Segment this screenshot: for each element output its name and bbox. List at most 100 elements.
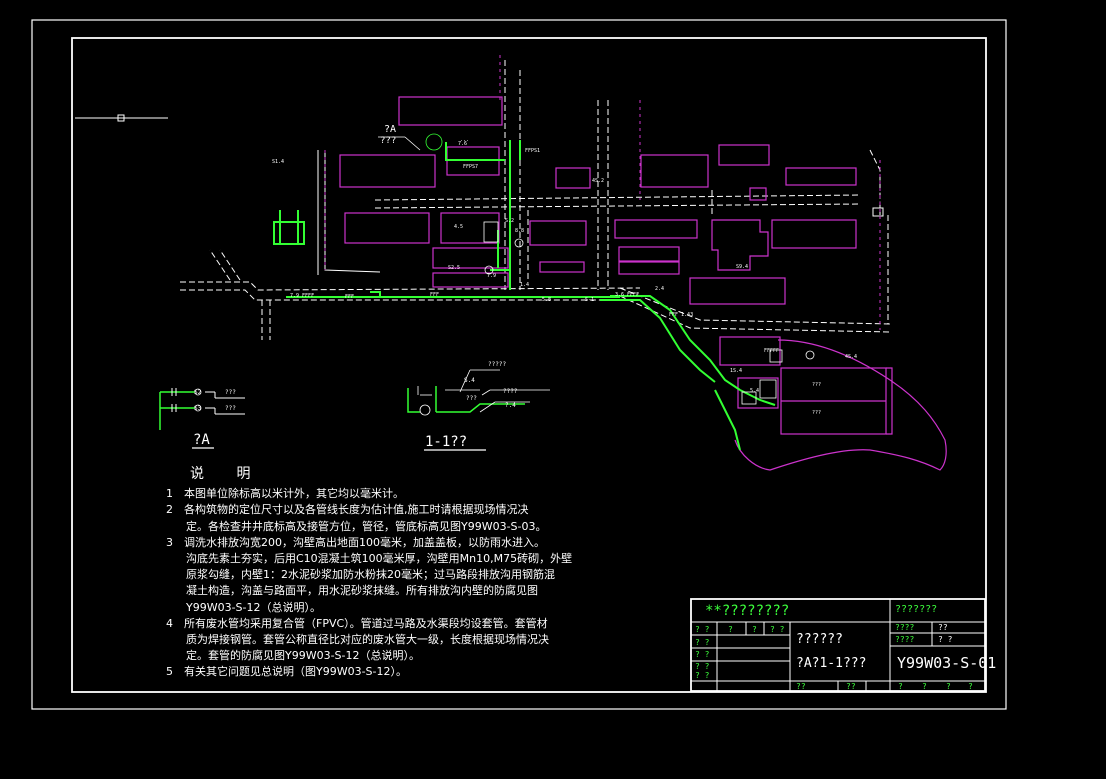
svg-text:FFF 1.43: FFF 1.43 [669, 312, 693, 318]
svg-text:FFFFF: FFFFF [764, 348, 779, 354]
svg-text:S1.4: S1.4 [272, 159, 284, 165]
tb-header-mark-1: ? ? [695, 625, 710, 634]
project-name: **???????? [705, 603, 790, 619]
drawing-number: Y99W03-S-01 [897, 654, 997, 672]
note-text: 本图单位除标高以米计外，其它均以毫米计。 [184, 487, 404, 501]
tb-bottom-mark-2: ?? [846, 682, 856, 691]
roads [180, 60, 891, 340]
inner-frame [71, 37, 987, 693]
note-number: 3 [166, 535, 173, 549]
tb-bottom-mark-4: ? [922, 682, 927, 691]
svg-text:3.6 FFFF: 3.6 FFFF [615, 292, 639, 298]
svg-text:???: ??? [812, 410, 821, 416]
note-line: 定。各检查井井底标高及接管方位，管径，管底标高见图Y99W03-S-03。 [166, 519, 596, 535]
svg-text:????: ???? [503, 388, 518, 395]
note-number: 4 [166, 616, 173, 630]
section-11-labels: ????? S.4 ???? ??? ?.4 [464, 361, 518, 409]
tb-header-mark-2: ? [728, 625, 733, 634]
svg-text:1.4: 1.4 [520, 282, 529, 288]
note-line: 定。套管的防腐见图Y99W03-S-12（总说明）。 [166, 648, 596, 664]
note-text: 各构筑物的定位尺寸以及各管线长度为估计值,施工时请根据现场情况决 [184, 503, 529, 517]
note-text: 有关其它问题见总说明（图Y99W03-S-12）。 [184, 665, 408, 679]
company-name: ??????? [895, 604, 938, 615]
svg-text:FFPS1: FFPS1 [525, 148, 540, 154]
boundary-marks [324, 55, 881, 330]
note-line: 3 调洗水排放沟宽200，沟壁高出地面100毫米，加盖盖板，以防雨水进入。 [166, 535, 596, 551]
svg-text:5.4: 5.4 [750, 388, 759, 394]
detail-a-labels: S2 S3 ??? ??? [194, 389, 236, 412]
pipe-fittings [425, 133, 815, 405]
section-11-title: 1-1?? [425, 434, 468, 450]
note-line: 质为焊接钢管。套管公称直径比对应的废水管大一级，长度根据现场情况决 [166, 632, 596, 648]
note-line: 沟底先素土夯实，后用C10混凝土筑100毫米厚，沟壁用Mn10,M75砖砌，外壁 [166, 551, 596, 567]
note-text: 定。各检查井井底标高及接管方位，管径，管底标高见图Y99W03-S-03。 [186, 519, 547, 533]
buildings [339, 96, 893, 435]
svg-text:???: ??? [225, 405, 236, 412]
tb-header-mark-3: ? [752, 625, 757, 634]
tb-grid-mark-4: ? ? [695, 671, 710, 680]
detail-a-marker-label: ?A [384, 124, 397, 135]
notes-heading: 说 明 [190, 466, 265, 482]
note-line: 凝土构造，沟盖与路面平，用水泥砂浆抹缝。所有排放沟内壁的防腐见图 [166, 583, 596, 599]
svg-text:???: ??? [812, 382, 821, 388]
svg-text:7.6: 7.6 [458, 141, 467, 147]
map-annotations: S1.4 7.6 FFPS1 FFPS7 4.5 8.8 S2.5 7.9 ..… [272, 137, 857, 416]
svg-text:...: ... [460, 137, 469, 143]
svg-text:S9.4: S9.4 [736, 264, 748, 270]
svg-text:FFPS7: FFPS7 [463, 164, 478, 170]
detail-a-drawing [159, 388, 245, 449]
svg-text:???: ??? [466, 395, 477, 402]
note-text: 原浆勾缝，内壁1：2水泥砂浆加防水粉抹20毫米；过马路段排放沟用钢筋混 [186, 568, 555, 582]
note-text: 调洗水排放沟宽200，沟壁高出地面100毫米，加盖盖板，以防雨水进入。 [184, 535, 545, 549]
svg-text:1S.4: 1S.4 [730, 368, 742, 374]
note-line: Y99W03-S-12（总说明）。 [166, 600, 596, 616]
title-cell-a: ???? [895, 623, 915, 632]
svg-text:5.8: 5.8 [542, 297, 551, 303]
svg-text:8.8: 8.8 [515, 228, 524, 234]
tb-bottom-mark-1: ?? [796, 682, 806, 691]
drawing-name-1: ?????? [796, 632, 843, 647]
svg-text:S2.5: S2.5 [448, 265, 460, 271]
title-cell-d: ? ? [938, 635, 953, 644]
svg-text:FFF: FFF [345, 294, 354, 300]
note-text: 质为焊接钢管。套管公称直径比对应的废水管大一级，长度根据现场情况决 [186, 633, 549, 647]
tb-bottom-mark-5: ? [946, 682, 951, 691]
note-line: 4 所有废水管均采用复合管（FPVC）。管道过马路及水渠段均设套管。套管材 [166, 616, 596, 632]
note-text: 定。套管的防腐见图Y99W03-S-12（总说明）。 [186, 649, 421, 663]
note-text: Y99W03-S-12（总说明）。 [186, 600, 322, 614]
title-cell-c: ???? [895, 635, 915, 644]
title-block-grid [690, 598, 986, 692]
svg-text:S-1: S-1 [585, 297, 594, 303]
svg-text:S3: S3 [194, 405, 202, 412]
pipelines [273, 140, 776, 451]
svg-text:S.2: S.2 [505, 218, 514, 224]
svg-text:S2: S2 [194, 389, 202, 396]
drawing-name-2: ?A?1-1??? [796, 656, 867, 671]
site-boundary-curve [734, 339, 947, 471]
svg-text:FFF: FFF [430, 292, 439, 298]
title-cell-b: ?? [938, 623, 948, 632]
detail-marker-a [378, 136, 421, 151]
svg-text:7.9 FFFF: 7.9 FFFF [290, 293, 314, 299]
svg-text:4.5: 4.5 [454, 224, 463, 230]
tb-grid-mark-1: ? ? [695, 638, 710, 647]
svg-text:S.4: S.4 [464, 377, 475, 384]
tb-grid-mark-3: ? ? [695, 662, 710, 671]
note-number: 1 [166, 487, 173, 501]
note-text: 凝土构造，沟盖与路面平，用水泥砂浆抹缝。所有排放沟内壁的防腐见图 [186, 584, 538, 598]
svg-text:2.4: 2.4 [655, 286, 664, 292]
note-text: 所有废水管均采用复合管（FPVC）。管道过马路及水渠段均设套管。套管材 [184, 616, 548, 630]
outer-frame [31, 19, 1007, 710]
svg-text:?.4: ?.4 [505, 402, 516, 409]
detail-a-title: ?A [193, 432, 210, 448]
svg-text:???: ??? [225, 389, 236, 396]
scale-marker [75, 114, 168, 122]
detail-a-marker-sub: ??? [380, 136, 397, 146]
tb-grid-mark-2: ? ? [695, 650, 710, 659]
tb-bottom-mark-3: ? [898, 682, 903, 691]
